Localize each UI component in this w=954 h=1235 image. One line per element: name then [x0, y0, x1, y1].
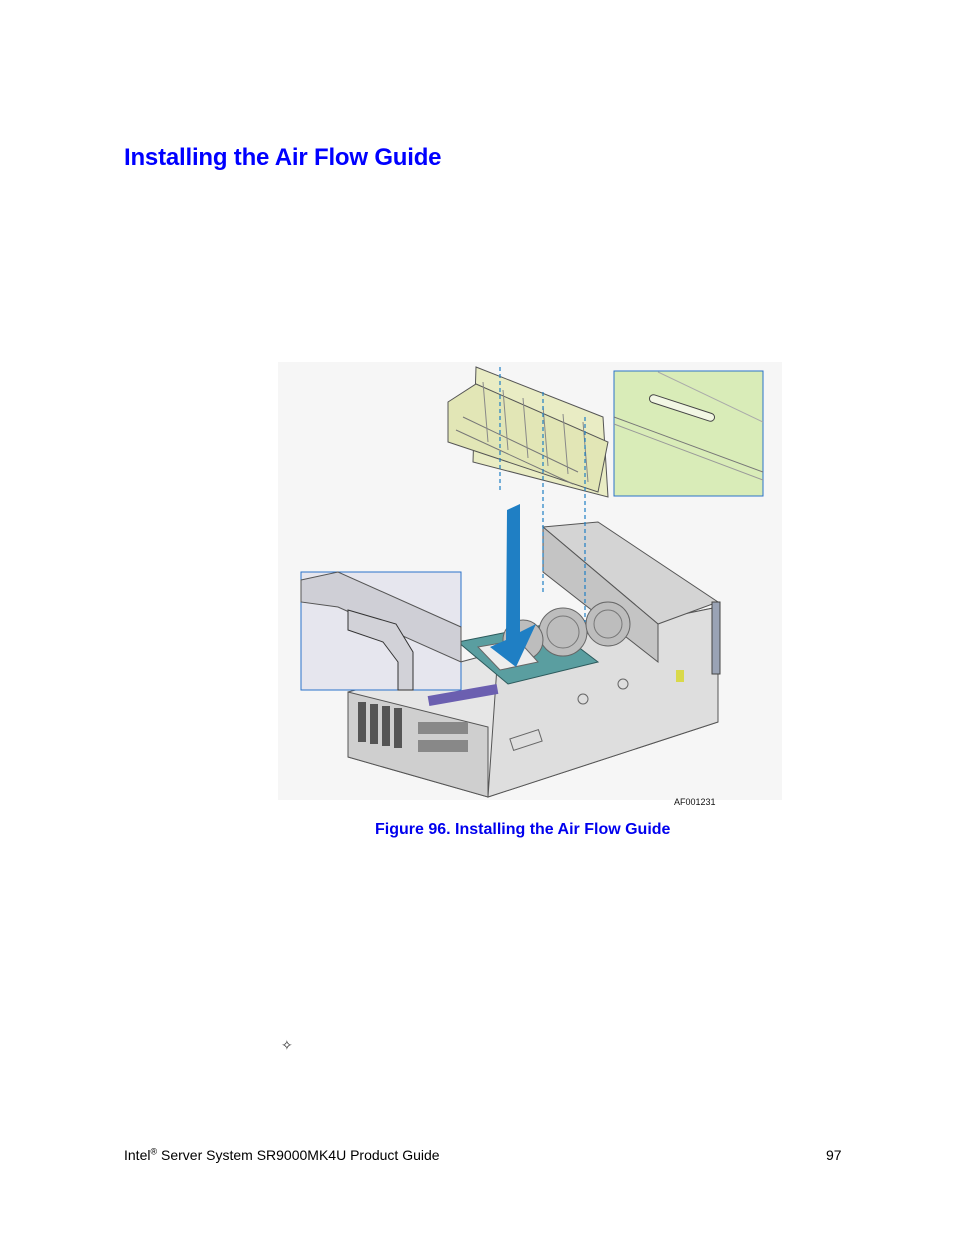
registered-mark: ®: [150, 1146, 158, 1157]
latch-detail-callout: [300, 571, 462, 691]
alignment-lines: [499, 367, 586, 622]
footer-product-title: Intel® Server System SR9000MK4U Product …: [124, 1147, 440, 1163]
figure-code: AF001231: [674, 797, 716, 807]
air-flow-guide-part: [447, 366, 609, 498]
page-title: Installing the Air Flow Guide: [124, 144, 442, 171]
down-arrow-icon: [490, 504, 536, 667]
air-flow-guide-figure: [278, 362, 782, 800]
footer-product: Server System SR9000MK4U Product Guide: [157, 1147, 440, 1163]
slot-detail-callout: [613, 370, 764, 497]
figure-caption: Figure 96. Installing the Air Flow Guide: [375, 821, 671, 838]
footer-brand: Intel: [124, 1147, 151, 1163]
server-chassis: [347, 521, 721, 798]
air-flow-guide-illustration: [300, 366, 764, 798]
page-number: 97: [826, 1147, 842, 1163]
bullet-icon: ✧: [281, 1037, 293, 1053]
